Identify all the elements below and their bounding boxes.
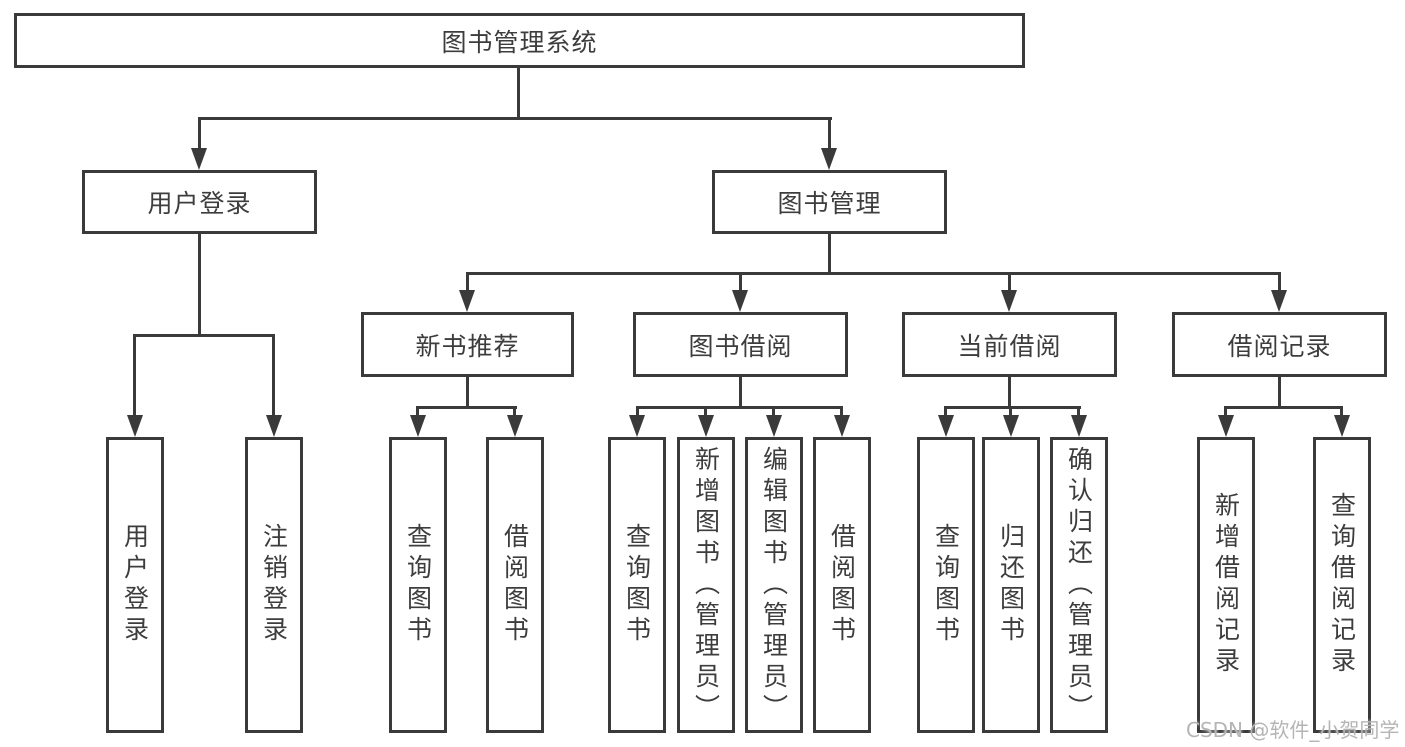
connector-line bbox=[1009, 406, 1012, 418]
connector-line bbox=[416, 406, 517, 409]
connector-line bbox=[1224, 406, 1227, 418]
arrowhead-icon bbox=[1271, 290, 1287, 312]
connector-line bbox=[466, 272, 1281, 275]
connector-line bbox=[416, 406, 419, 418]
node-label: 查询图书 bbox=[931, 523, 961, 647]
node-borrowing-records: 借阅记录 bbox=[1172, 312, 1387, 377]
arrowhead-icon bbox=[266, 415, 282, 437]
node-label: 图书管理 bbox=[777, 189, 882, 218]
node-label: 用户登录 bbox=[120, 523, 150, 647]
connector-line bbox=[272, 334, 275, 417]
connector-line bbox=[828, 234, 831, 275]
arrowhead-icon bbox=[766, 415, 782, 437]
arrowhead-icon bbox=[1334, 415, 1350, 437]
arrowhead-icon bbox=[410, 415, 426, 437]
connector-line bbox=[739, 377, 742, 409]
node-label: 查询图书 bbox=[403, 523, 433, 647]
node-book-management: 图书管理 bbox=[712, 170, 947, 234]
node-label: 查询图书 bbox=[622, 523, 652, 647]
arrowhead-icon bbox=[698, 415, 714, 437]
arrowhead-icon bbox=[834, 415, 850, 437]
node-user-login: 用户登录 bbox=[82, 170, 317, 234]
connector-line bbox=[517, 66, 520, 119]
connector-line bbox=[1278, 272, 1281, 292]
node-label: 用户登录 bbox=[147, 189, 252, 218]
arrowhead-icon bbox=[127, 415, 143, 437]
connector-line bbox=[133, 334, 275, 337]
leaf-confirm-return-admin: 确认归还（管理员） bbox=[1050, 437, 1108, 733]
leaf-borrow-books-recommend: 借阅图书 bbox=[486, 437, 544, 733]
leaf-add-borrow-record: 新增借阅记录 bbox=[1197, 437, 1255, 733]
connector-line bbox=[466, 377, 469, 409]
leaf-user-login: 用户登录 bbox=[106, 437, 164, 733]
leaf-logout: 注销登录 bbox=[245, 437, 303, 733]
node-current-borrowing: 当前借阅 bbox=[902, 312, 1117, 377]
connector-line bbox=[466, 272, 469, 292]
arrowhead-icon bbox=[821, 148, 837, 170]
node-label: 编辑图书（管理员） bbox=[759, 445, 789, 725]
connector-line bbox=[1008, 377, 1011, 409]
connector-line bbox=[636, 406, 639, 418]
node-label: 图书管理系统 bbox=[441, 27, 598, 57]
leaf-edit-books-admin: 编辑图书（管理员） bbox=[745, 437, 803, 733]
connector-line bbox=[1077, 406, 1080, 418]
node-new-book-recommendation: 新书推荐 bbox=[361, 312, 574, 377]
arrowhead-icon bbox=[1218, 415, 1234, 437]
arrowhead-icon bbox=[507, 415, 523, 437]
node-label: 新书推荐 bbox=[415, 331, 520, 361]
node-label: 注销登录 bbox=[259, 523, 289, 647]
node-book-borrowing: 图书借阅 bbox=[633, 312, 848, 377]
leaf-return-books: 归还图书 bbox=[982, 437, 1040, 733]
node-library-management-system: 图书管理系统 bbox=[14, 13, 1025, 68]
leaf-borrow-books: 借阅图书 bbox=[813, 437, 871, 733]
connector-line bbox=[636, 406, 843, 409]
leaf-query-books-current: 查询图书 bbox=[917, 437, 975, 733]
node-label: 新增图书（管理员） bbox=[691, 445, 721, 725]
arrowhead-icon bbox=[1003, 415, 1019, 437]
node-label: 借阅记录 bbox=[1227, 331, 1332, 361]
leaf-query-books-recommend: 查询图书 bbox=[389, 437, 447, 733]
connector-line bbox=[704, 406, 707, 418]
node-label: 图书借阅 bbox=[688, 331, 793, 361]
connector-line bbox=[1340, 406, 1343, 418]
arrowhead-icon bbox=[1071, 415, 1087, 437]
connector-line bbox=[1224, 406, 1343, 409]
connector-line bbox=[198, 234, 201, 337]
arrowhead-icon bbox=[629, 415, 645, 437]
node-label: 借阅图书 bbox=[827, 523, 857, 647]
csdn-watermark: CSDN @软件_小贺同学 bbox=[1186, 718, 1400, 742]
connector-line bbox=[133, 334, 136, 417]
connector-line bbox=[198, 117, 832, 120]
leaf-query-books-borrowing: 查询图书 bbox=[608, 437, 666, 733]
connector-line bbox=[739, 272, 742, 292]
arrowhead-icon bbox=[459, 290, 475, 312]
node-label: 新增借阅记录 bbox=[1211, 492, 1241, 678]
arrowhead-icon bbox=[938, 415, 954, 437]
connector-line bbox=[840, 406, 843, 418]
node-label: 归还图书 bbox=[996, 523, 1026, 647]
node-label: 确认归还（管理员） bbox=[1064, 445, 1094, 725]
arrowhead-icon bbox=[732, 290, 748, 312]
connector-line bbox=[772, 406, 775, 418]
connector-line bbox=[198, 117, 201, 151]
connector-line bbox=[1278, 377, 1281, 409]
node-label: 当前借阅 bbox=[957, 331, 1062, 361]
node-label: 查询借阅记录 bbox=[1327, 492, 1357, 678]
connector-line bbox=[828, 117, 831, 151]
connector-line bbox=[944, 406, 1081, 409]
connector-line bbox=[513, 406, 516, 418]
connector-line bbox=[944, 406, 947, 418]
arrowhead-icon bbox=[1001, 290, 1017, 312]
leaf-add-books-admin: 新增图书（管理员） bbox=[677, 437, 735, 733]
connector-line bbox=[1008, 272, 1011, 292]
leaf-query-borrow-record: 查询借阅记录 bbox=[1313, 437, 1371, 733]
arrowhead-icon bbox=[191, 148, 207, 170]
node-label: 借阅图书 bbox=[500, 523, 530, 647]
